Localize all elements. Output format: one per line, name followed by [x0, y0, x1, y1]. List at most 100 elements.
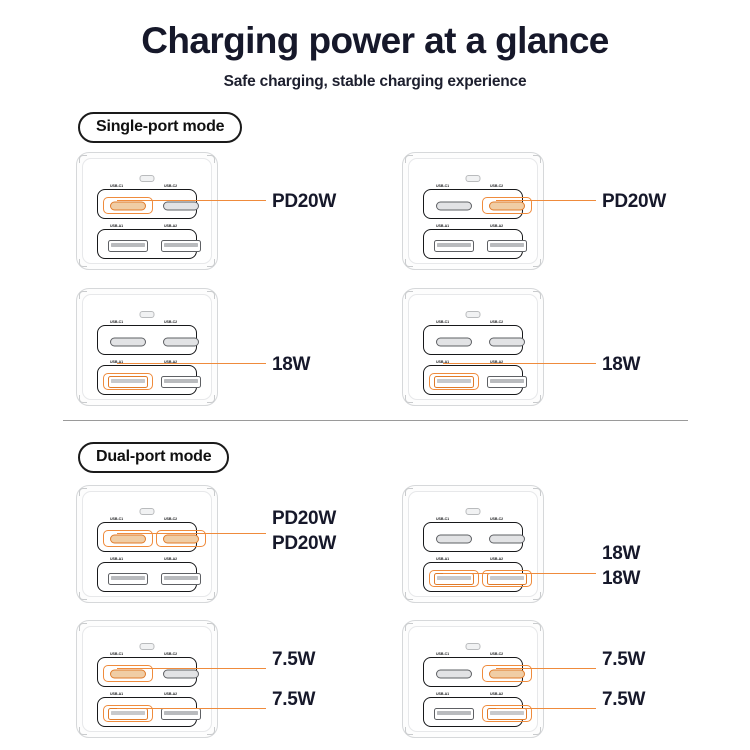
- port-label-usb-a1: USB-A1: [434, 557, 452, 562]
- usb-a-connector-icon: [108, 239, 148, 252]
- port-usb-c1[interactable]: [103, 197, 153, 214]
- port-usb-c2[interactable]: [482, 665, 532, 682]
- port-usb-c2[interactable]: [156, 665, 206, 682]
- device-face: USB-C1 USB-C2 USB-A1 USB-A2: [82, 491, 212, 597]
- page-subtitle: Safe charging, stable charging experienc…: [223, 72, 527, 90]
- usb-c-connector-icon: [163, 201, 199, 210]
- device-corner: [533, 155, 541, 163]
- status-led-icon: [465, 311, 481, 318]
- port-usb-a2[interactable]: [156, 570, 206, 587]
- usb-c-connector-icon: [489, 669, 525, 678]
- port-usb-a2[interactable]: [156, 373, 206, 390]
- device-corner: [207, 291, 215, 299]
- usb-c-connector-icon: [110, 669, 146, 678]
- device-corner: [207, 727, 215, 735]
- port-usb-c2[interactable]: [482, 197, 532, 214]
- status-led-icon: [139, 643, 155, 650]
- port-usb-c1[interactable]: [103, 530, 153, 547]
- port-usb-a1[interactable]: [429, 705, 479, 722]
- usb-a-port-group: USB-A1 USB-A2: [97, 224, 201, 259]
- port-usb-a2[interactable]: [156, 237, 206, 254]
- port-usb-c1[interactable]: [429, 530, 479, 547]
- port-usb-a2[interactable]: [482, 237, 532, 254]
- port-usb-c1[interactable]: [429, 197, 479, 214]
- device-corner: [79, 155, 87, 163]
- leader-line-dual-1: [117, 533, 266, 534]
- port-usb-c2[interactable]: [482, 530, 532, 547]
- port-label-usb-a2: USB-A2: [162, 692, 180, 697]
- charger-diagram-single-4: USB-C1 USB-C2 USB-A1 USB-A2: [402, 288, 544, 406]
- device-corner: [405, 592, 413, 600]
- port-label-usb-c2: USB-C2: [488, 184, 506, 189]
- usb-a-connector-icon: [108, 572, 148, 585]
- port-usb-a1[interactable]: [103, 373, 153, 390]
- port-usb-a2[interactable]: [482, 373, 532, 390]
- usb-a-port-group: USB-A1 USB-A2: [423, 224, 527, 259]
- port-usb-c2[interactable]: [482, 333, 532, 350]
- device-face: USB-C1 USB-C2 USB-A1 USB-A2: [82, 626, 212, 732]
- usb-a-port-group: USB-A1 USB-A2: [423, 692, 532, 727]
- port-label-usb-c1: USB-C1: [108, 320, 126, 325]
- port-usb-a1[interactable]: [103, 570, 153, 587]
- usb-a-connector-icon: [161, 707, 201, 720]
- device-face: USB-C1 USB-C2 USB-A1 USB-A2: [408, 294, 538, 400]
- port-label-usb-a1: USB-A1: [434, 692, 452, 697]
- section-label-dual-port: Dual-port mode: [78, 442, 230, 474]
- device-corner: [79, 623, 87, 631]
- port-label-usb-c2: USB-C2: [488, 320, 506, 325]
- usb-c-port-group: USB-C1 USB-C2: [423, 184, 532, 219]
- port-label-usb-a1: USB-A1: [108, 224, 126, 229]
- usb-c-port-group: USB-C1 USB-C2: [423, 320, 525, 355]
- usb-a-connector-icon: [487, 572, 527, 585]
- usb-a-port-group: USB-A1 USB-A2: [97, 692, 201, 727]
- port-usb-a1[interactable]: [429, 237, 479, 254]
- usb-a-connector-icon: [487, 375, 527, 388]
- port-label-usb-a2: USB-A2: [162, 557, 180, 562]
- device-corner: [405, 259, 413, 267]
- port-label-usb-a1: USB-A1: [108, 360, 126, 365]
- device-corner: [207, 259, 215, 267]
- port-usb-a1[interactable]: [429, 373, 479, 390]
- device-corner: [533, 259, 541, 267]
- usb-c-port-group: USB-C1 USB-C2: [97, 320, 199, 355]
- port-usb-a1[interactable]: [103, 237, 153, 254]
- port-label-usb-c1: USB-C1: [108, 517, 126, 522]
- port-label-usb-a2: USB-A2: [488, 224, 506, 229]
- usb-a-connector-icon: [434, 707, 474, 720]
- port-usb-c1[interactable]: [429, 665, 479, 682]
- port-label-usb-c1: USB-C1: [108, 184, 126, 189]
- usb-c-port-group: USB-C1 USB-C2: [97, 652, 199, 687]
- power-output-dual-2b: 18W: [602, 568, 641, 589]
- charger-diagram-dual-1: USB-C1 USB-C2 USB-A1 USB-A2: [76, 485, 218, 603]
- usb-c-port-group: USB-C1 USB-C2: [423, 652, 532, 687]
- status-led-icon: [139, 175, 155, 182]
- charger-diagram-single-3: USB-C1 USB-C2 USB-A1 USB-A2: [76, 288, 218, 406]
- port-usb-c1[interactable]: [103, 333, 153, 350]
- port-usb-c2[interactable]: [156, 197, 206, 214]
- usb-c-connector-icon: [163, 534, 199, 543]
- port-usb-c1[interactable]: [429, 333, 479, 350]
- port-usb-c2[interactable]: [156, 333, 206, 350]
- port-usb-a1[interactable]: [429, 570, 479, 587]
- device-corner: [405, 623, 413, 631]
- port-usb-c2[interactable]: [156, 530, 206, 547]
- power-output-dual-4a: 7.5W: [602, 649, 646, 670]
- usb-a-port-group: USB-A1 USB-A2: [97, 360, 201, 395]
- device-face: USB-C1 USB-C2 USB-A1 USB-A2: [408, 491, 538, 597]
- section-label-single-port: Single-port mode: [78, 112, 243, 144]
- device-corner: [207, 155, 215, 163]
- usb-c-port-group: USB-C1 USB-C2: [423, 517, 525, 552]
- power-output-dual-1a: PD20W: [272, 508, 336, 529]
- device-corner: [79, 259, 87, 267]
- usb-c-connector-icon: [436, 669, 472, 678]
- power-output-single-4: 18W: [602, 354, 641, 375]
- port-label-usb-c2: USB-C2: [162, 517, 180, 522]
- leader-line-dual-3a: [117, 668, 266, 669]
- power-output-single-2: PD20W: [602, 191, 666, 212]
- device-corner: [207, 488, 215, 496]
- usb-a-port-group: USB-A1 USB-A2: [97, 557, 201, 592]
- usb-a-connector-icon: [161, 239, 201, 252]
- power-output-single-3: 18W: [272, 354, 311, 375]
- port-usb-c1[interactable]: [103, 665, 153, 682]
